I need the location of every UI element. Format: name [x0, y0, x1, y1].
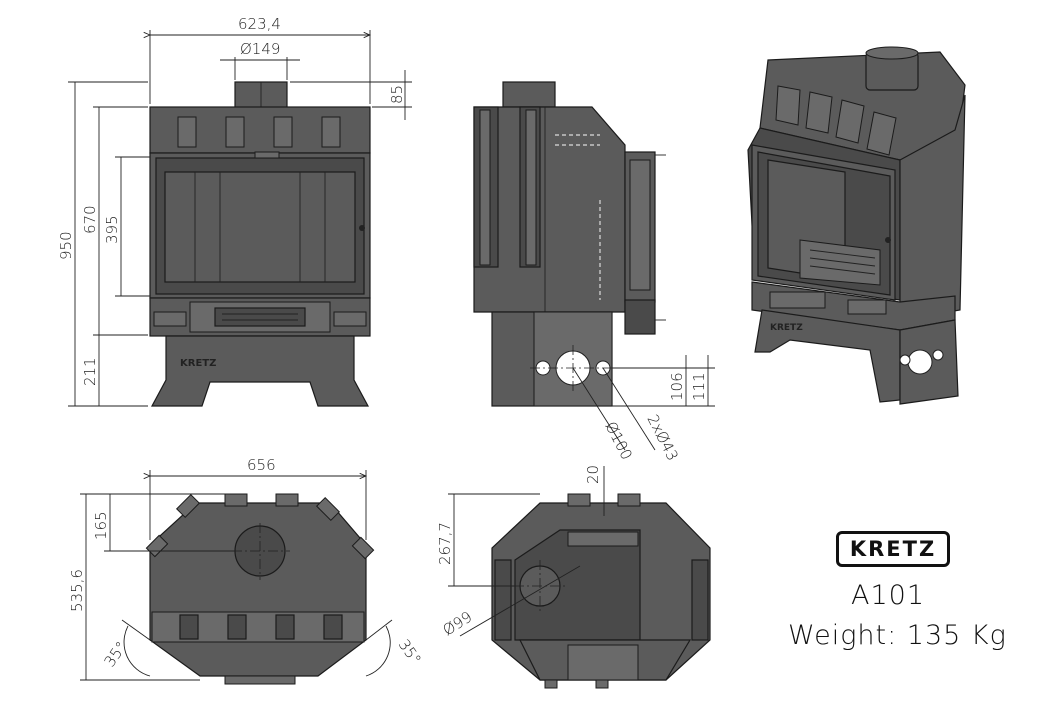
brand-logo: KRETZ: [836, 531, 950, 567]
isometric-view: KRETZ: [747, 46, 966, 405]
dim-hole-diameter: Ø99: [440, 608, 476, 640]
top-view: [145, 493, 375, 685]
front-view: KRETZ: [149, 81, 371, 407]
dim-angle-right: 35°: [395, 636, 425, 668]
bottom-view: [491, 493, 711, 689]
dim-flue-offset: 165: [92, 511, 110, 540]
iso-badge: KRETZ: [770, 323, 803, 333]
front-dimensions: 623,4 Ø149 85 950 670 211 395: [57, 15, 412, 407]
dim-hole-height-a: 106: [668, 372, 686, 401]
dim-flue-height: 85: [388, 85, 406, 104]
front-glass: [164, 171, 356, 283]
front-badge: KRETZ: [180, 358, 216, 369]
dim-top-depth: 535,6: [68, 569, 86, 612]
dim-bottom-offset: 20: [584, 465, 602, 484]
model-name: A101: [851, 580, 926, 611]
dim-total-height: 950: [57, 231, 75, 260]
door-handle-icon: [359, 225, 365, 231]
side-flue: [502, 81, 556, 108]
dim-small-holes: 2xØ43: [643, 412, 681, 464]
brand-logo-text: KRETZ: [849, 537, 937, 561]
dim-front-width: 623,4: [238, 15, 281, 33]
dim-main-hole: Ø100: [601, 419, 635, 463]
dim-body-height: 670: [81, 205, 99, 234]
weight-label: Weight: 135 Kg: [788, 620, 1007, 651]
dim-base-height: 211: [81, 357, 99, 386]
dim-angle-left: 35°: [101, 638, 131, 670]
front-base: [150, 335, 370, 407]
dim-hole-height-b: 111: [690, 372, 708, 401]
bottom-base-plate: [514, 529, 641, 641]
dim-top-width: 656: [247, 456, 276, 474]
dim-flue-diameter: Ø149: [240, 40, 280, 58]
dim-hole-offset: 267,7: [436, 522, 454, 565]
dim-glass-height: 395: [103, 215, 121, 244]
side-view: [473, 81, 666, 407]
